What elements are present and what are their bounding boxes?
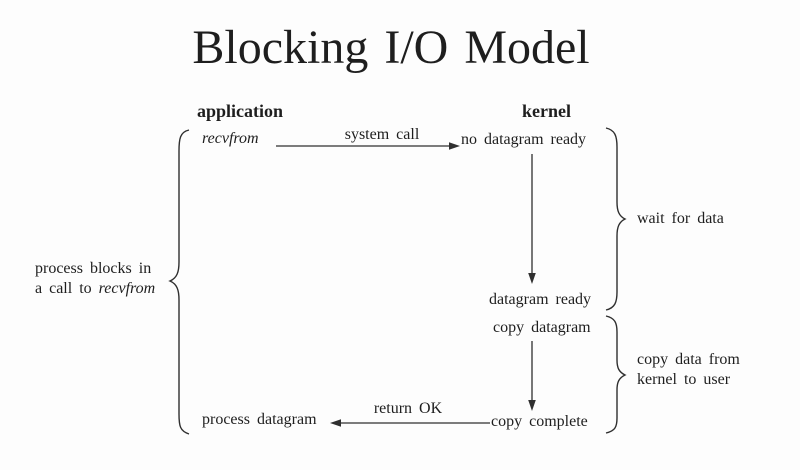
wait-for-data-brace	[605, 127, 627, 311]
label-process-blocks-line1: process blocks in	[35, 260, 152, 277]
label-process-blocks-line2: a call to	[35, 279, 99, 297]
edge-label-system-call: system call	[344, 126, 420, 143]
return-ok-arrow	[330, 419, 490, 427]
label-copy-data-line2: kernel to user	[637, 371, 731, 388]
diagram-title: Blocking I/O Model	[192, 21, 590, 74]
node-copy-complete: copy complete	[491, 413, 588, 430]
process-blocks-brace	[168, 129, 190, 435]
column-header-kernel: kernel	[522, 101, 571, 121]
wait-for-data-arrow	[528, 154, 536, 284]
label-wait-for-data: wait for data	[637, 210, 724, 227]
label-copy-data: copy data from kernel to user	[637, 350, 740, 390]
node-recvfrom: recvfrom	[202, 130, 259, 147]
node-no-datagram-ready: no datagram ready	[461, 131, 587, 148]
edge-label-return-ok: return OK	[373, 400, 443, 417]
node-datagram-ready: datagram ready	[489, 291, 592, 308]
copy-datagram-arrow	[528, 341, 536, 411]
label-process-blocks: process blocks in a call to recvfrom	[35, 259, 155, 298]
node-copy-datagram: copy datagram	[493, 319, 591, 336]
label-copy-data-line1: copy data from	[637, 351, 740, 368]
label-process-blocks-recvfrom: recvfrom	[98, 279, 156, 297]
column-header-application: application	[197, 101, 284, 121]
system-call-arrow	[276, 142, 460, 150]
node-process-datagram: process datagram	[202, 411, 317, 428]
copy-data-brace	[605, 315, 627, 434]
